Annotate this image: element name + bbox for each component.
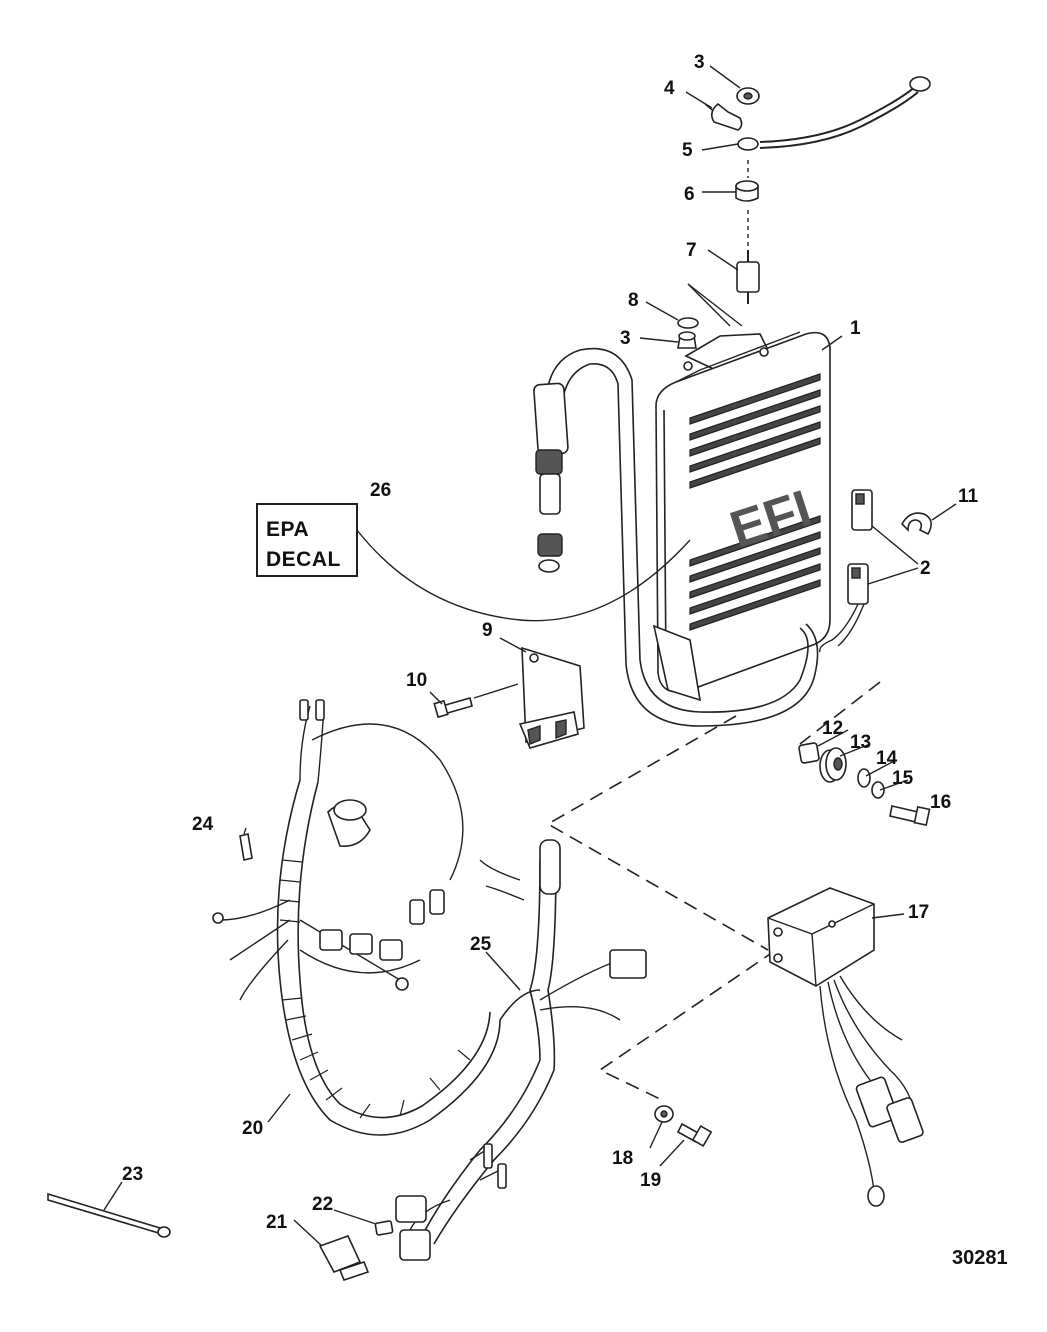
wire-harness-part-20 (212, 699, 541, 1136)
callout-14: 14 (876, 748, 898, 769)
callout-labels: 3 4 5 6 7 8 3 1 26 11 2 9 10 12 13 14 15… (122, 52, 979, 1233)
callout-15: 15 (892, 768, 914, 789)
callout-6: 6 (684, 184, 695, 205)
callout-22: 22 (312, 1194, 333, 1215)
callout-4: 4 (664, 78, 675, 99)
sleeve-part-12 (798, 742, 820, 764)
callout-5: 5 (682, 140, 693, 161)
callout-10: 10 (406, 670, 427, 691)
nut-part-3-top (736, 87, 760, 105)
callout-25: 25 (470, 934, 492, 955)
callout-21: 21 (266, 1212, 288, 1233)
ecm-module-part-1: EFI (652, 331, 831, 702)
nut-part-3-lower (677, 331, 697, 349)
callout-17: 17 (908, 902, 929, 923)
callout-3-lower: 3 (620, 328, 631, 349)
spacer-part-6 (735, 180, 759, 202)
callout-3-top: 3 (694, 52, 705, 73)
clamp-part-4 (704, 102, 743, 131)
callout-23: 23 (122, 1164, 143, 1185)
callout-20: 20 (242, 1118, 263, 1139)
callout-2: 2 (920, 558, 931, 579)
fuse-part-22 (374, 1220, 394, 1236)
washer-part-8 (677, 317, 699, 329)
callout-13: 13 (850, 732, 871, 753)
washer-part-14 (857, 768, 871, 788)
grommet-part-13 (819, 747, 847, 783)
callout-24: 24 (192, 814, 214, 835)
decal-line-2: DECAL (266, 548, 341, 571)
callout-12: 12 (822, 718, 843, 739)
clip-part-11 (901, 512, 932, 536)
callout-11: 11 (958, 486, 979, 507)
figure-reference-number: 30281 (952, 1247, 1008, 1269)
callout-19: 19 (640, 1170, 661, 1191)
fuse-holder-part-21 (318, 1235, 370, 1281)
module-part-17 (767, 887, 924, 1207)
epa-decal-part-26: EPA DECAL (256, 503, 691, 622)
terminal-part-24 (239, 833, 253, 861)
callout-1: 1 (850, 318, 861, 339)
callout-8: 8 (628, 290, 639, 311)
wire-harness-part-25 (395, 839, 647, 1261)
decal-line-1: EPA (266, 518, 309, 541)
ground-cable (737, 76, 931, 151)
callout-9: 9 (482, 620, 493, 641)
screw-part-19 (676, 1122, 713, 1148)
screw-part-10 (433, 683, 519, 719)
cable-tie-part-23 (47, 1192, 171, 1238)
mount-part-7 (736, 250, 760, 304)
callout-7: 7 (686, 240, 697, 261)
ecm-cooling-ribs (689, 373, 821, 631)
washer-part-18 (654, 1105, 674, 1123)
leader-lines (103, 65, 957, 1247)
bracket-part-9 (518, 646, 585, 749)
bolt-part-16 (889, 805, 931, 827)
callout-26: 26 (370, 480, 391, 501)
callout-18: 18 (612, 1148, 633, 1169)
ecm-harness-loop (533, 347, 819, 727)
lockwasher-part-15 (871, 781, 885, 799)
callout-16: 16 (930, 792, 951, 813)
